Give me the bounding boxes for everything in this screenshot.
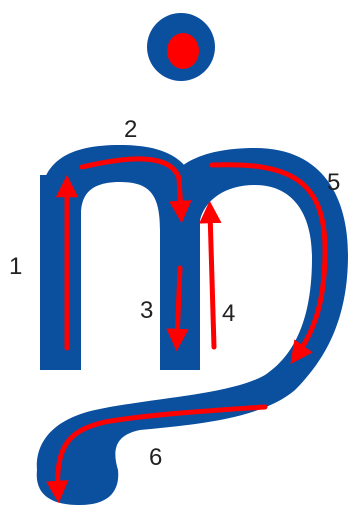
step-number-4: 4 [222, 300, 235, 327]
step-number-5: 5 [327, 169, 340, 196]
step-number-3: 3 [140, 297, 153, 324]
arrow-3 [177, 268, 180, 340]
arrow-4 [210, 212, 214, 347]
dot-inner [167, 33, 199, 69]
step-number-2: 2 [124, 116, 137, 143]
letter-dot [147, 13, 215, 81]
step-number-6: 6 [149, 444, 162, 471]
letter-body [37, 145, 348, 505]
step-number-1: 1 [9, 253, 22, 280]
